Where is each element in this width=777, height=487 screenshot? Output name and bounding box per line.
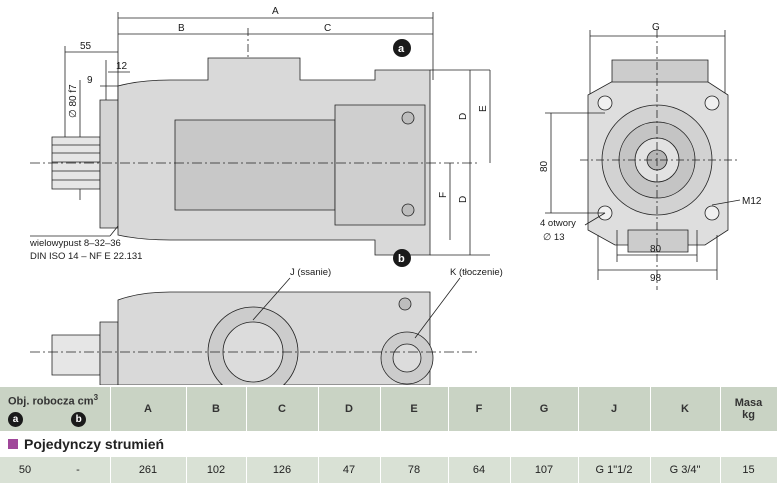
header-col-e: E (380, 387, 449, 431)
dim-label-phi80: ∅ 80 f7 (68, 84, 79, 118)
cell-f: 64 (448, 457, 511, 483)
dim-label-d2: D (458, 196, 469, 203)
table-header-row: Obj. robocza cm3 a b A B C D E F G J K M… (0, 387, 777, 431)
obj-label-text: Obj. robocza cm (8, 395, 94, 408)
spline-note-line1: wielowypust 8–32–36 (29, 238, 121, 249)
header-col-j: J (578, 387, 651, 431)
section-title-text: Pojedynczy strumień (24, 436, 165, 452)
holes-note-line1: 4 otwory (540, 218, 576, 229)
dim-label-80-vertical: 80 (539, 160, 550, 172)
dim-label-e: E (478, 105, 489, 112)
header-col-g: G (510, 387, 579, 431)
cell-j: G 1"1/2 (578, 457, 651, 483)
dim-label-9: 9 (87, 75, 93, 86)
cell-a: 261 (110, 457, 187, 483)
cell-b: 102 (186, 457, 247, 483)
header-col-d: D (318, 387, 381, 431)
cell-obj-b: - (76, 464, 80, 476)
header-col-masa: Masa kg (720, 387, 777, 431)
dim-label-98: 98 (650, 273, 662, 284)
pressure-port-label: K (tłoczenie) (450, 267, 503, 278)
marker-b-label: b (398, 253, 405, 265)
dim-label-d1: D (458, 113, 469, 120)
spec-table-container: Obj. robocza cm3 a b A B C D E F G J K M… (0, 387, 777, 483)
header-col-c: C (246, 387, 319, 431)
spline-note-line2: DIN ISO 14 – NF E 22.131 (30, 251, 142, 262)
cell-obj: 50 - (0, 457, 111, 483)
cell-masa: 15 (720, 457, 777, 483)
holes-note-line2: ∅ 13 (543, 232, 564, 243)
table-row: 50 - 261 102 126 47 78 64 107 G 1"1/2 G 3… (0, 457, 777, 483)
pump-drawing-svg: A B C 55 12 9 ∅ 80 f7 D E F D G 80 80 98… (29, 6, 762, 398)
header-masa-line2: kg (742, 409, 755, 421)
obj-label-sup: 3 (93, 393, 99, 402)
dim-label-c: C (324, 23, 331, 34)
cell-k: G 3/4" (650, 457, 721, 483)
section-row: Pojedynczy strumień (0, 431, 777, 457)
cell-e: 78 (380, 457, 449, 483)
header-col-b: B (186, 387, 247, 431)
dim-label-b: B (178, 23, 185, 34)
dim-label-m12: M12 (742, 196, 762, 207)
cell-d: 47 (318, 457, 381, 483)
dim-label-a: A (272, 6, 279, 17)
cell-g: 107 (510, 457, 579, 483)
header-col-f: F (448, 387, 511, 431)
header-masa-line1: Masa (734, 397, 763, 409)
spec-table: Obj. robocza cm3 a b A B C D E F G J K M… (0, 387, 777, 483)
header-col-k: K (650, 387, 721, 431)
marker-a-badge (393, 39, 411, 57)
header-obj-robocza: Obj. robocza cm3 a b (0, 387, 111, 431)
dim-label-12: 12 (116, 61, 128, 72)
dim-label-g: G (652, 22, 660, 33)
section-marker-square (8, 439, 18, 449)
suction-port-label: J (ssanie) (290, 267, 331, 278)
cell-obj-a: 50 (18, 464, 32, 476)
cell-c: 126 (246, 457, 319, 483)
dim-label-80-horizontal: 80 (650, 244, 662, 255)
header-badge-b: b (71, 411, 87, 427)
marker-a-label: a (398, 43, 405, 55)
dim-label-f: F (438, 192, 449, 198)
technical-drawing: A B C 55 12 9 ∅ 80 f7 D E F D G 80 80 98… (29, 6, 762, 398)
marker-b-badge (393, 249, 411, 267)
header-badge-a: a (8, 411, 23, 427)
dim-label-55: 55 (80, 41, 92, 52)
header-col-a: A (110, 387, 187, 431)
section-title: Pojedynczy strumień (0, 431, 777, 457)
